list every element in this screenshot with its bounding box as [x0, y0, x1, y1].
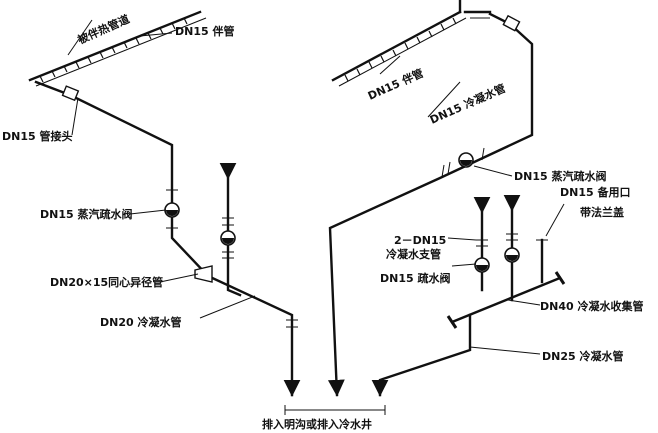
- traced-pipe-left: [28, 10, 207, 87]
- label-dn15-drain-valve: DN15 疏水阀: [380, 271, 450, 285]
- reducer-icon: [194, 265, 213, 283]
- label-spare-port-1: DN15 备用口: [560, 185, 630, 199]
- condensate-manifold: [371, 194, 566, 397]
- label-dn15-tracer-right: DN15 伴管: [366, 66, 426, 103]
- traced-pipe-right: [331, 0, 492, 87]
- label-spare-port-2: 带法兰盖: [580, 205, 624, 219]
- label-dn15-tracer-left: DN15 伴管: [175, 24, 234, 38]
- discharge-line: [284, 405, 386, 415]
- steam-trap-left-icon: [164, 202, 180, 218]
- label-branch-1: 2－DN15: [394, 234, 446, 247]
- tracer-line-right: [327, 12, 534, 397]
- pipe-joint-icon: [61, 85, 80, 102]
- label-dn15-joint: DN15 管接头: [2, 129, 72, 143]
- label-tracing-pipe: 被伴热管道: [76, 12, 132, 47]
- label-branch-2: 冷凝水支管: [386, 247, 441, 261]
- label-dn40-header: DN40 冷凝水收集管: [540, 299, 643, 313]
- steam-trap-right-icon: [458, 152, 474, 168]
- label-discharge: 排入明沟或排入冷水井: [262, 417, 372, 431]
- leader-lines: [67, 19, 565, 355]
- bypass-left: [219, 162, 242, 297]
- label-dn15-trap-left: DN15 蒸汽疏水阀: [40, 207, 132, 221]
- tracer-line-left: [34, 80, 301, 397]
- label-reducer: DN20×15同心异径管: [50, 275, 163, 289]
- label-dn20-condensate: DN20 冷凝水管: [100, 315, 181, 329]
- label-dn15-trap-right: DN15 蒸汽疏水阀: [514, 169, 606, 183]
- pipe-joint-right-icon: [502, 14, 521, 32]
- label-dn25-condensate: DN25 冷凝水管: [542, 349, 623, 363]
